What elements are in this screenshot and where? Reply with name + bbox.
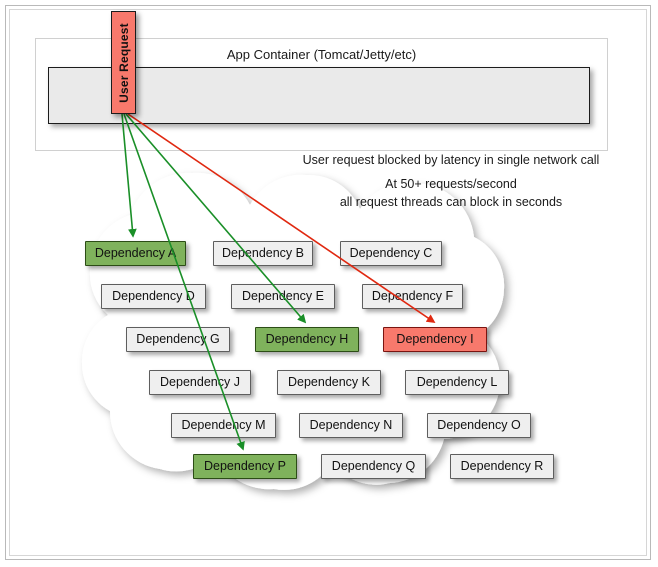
dependency-box-g[interactable]: Dependency G xyxy=(126,327,230,352)
dependency-box-o[interactable]: Dependency O xyxy=(427,413,531,438)
dependency-box-h[interactable]: Dependency H xyxy=(255,327,359,352)
dependency-box-f[interactable]: Dependency F xyxy=(362,284,463,309)
dependency-box-k[interactable]: Dependency K xyxy=(277,370,381,395)
dependency-box-r[interactable]: Dependency R xyxy=(450,454,554,479)
dependency-box-j[interactable]: Dependency J xyxy=(149,370,251,395)
dependency-box-a[interactable]: Dependency A xyxy=(85,241,186,266)
dependency-box-d[interactable]: Dependency D xyxy=(101,284,206,309)
dependency-box-l[interactable]: Dependency L xyxy=(405,370,509,395)
dependency-box-c[interactable]: Dependency C xyxy=(340,241,442,266)
dependency-box-p[interactable]: Dependency P xyxy=(193,454,297,479)
dependency-box-n[interactable]: Dependency N xyxy=(299,413,403,438)
annotation-line-1: User request blocked by latency in singl… xyxy=(302,153,600,167)
annotation-line-3: all request threads can block in seconds xyxy=(339,195,563,209)
annotation-line-2: At 50+ requests/second xyxy=(385,177,517,191)
user-request-box[interactable]: User Request xyxy=(111,11,136,114)
dependency-box-m[interactable]: Dependency M xyxy=(171,413,276,438)
latency-annotation: User request blocked by latency in singl… xyxy=(253,151,649,211)
dependency-box-b[interactable]: Dependency B xyxy=(213,241,313,266)
dependency-box-i[interactable]: Dependency I xyxy=(383,327,487,352)
user-request-label: User Request xyxy=(116,22,131,103)
app-container-title: App Container (Tomcat/Jetty/etc) xyxy=(226,47,417,62)
dependency-box-q[interactable]: Dependency Q xyxy=(321,454,426,479)
dependency-box-e[interactable]: Dependency E xyxy=(231,284,335,309)
